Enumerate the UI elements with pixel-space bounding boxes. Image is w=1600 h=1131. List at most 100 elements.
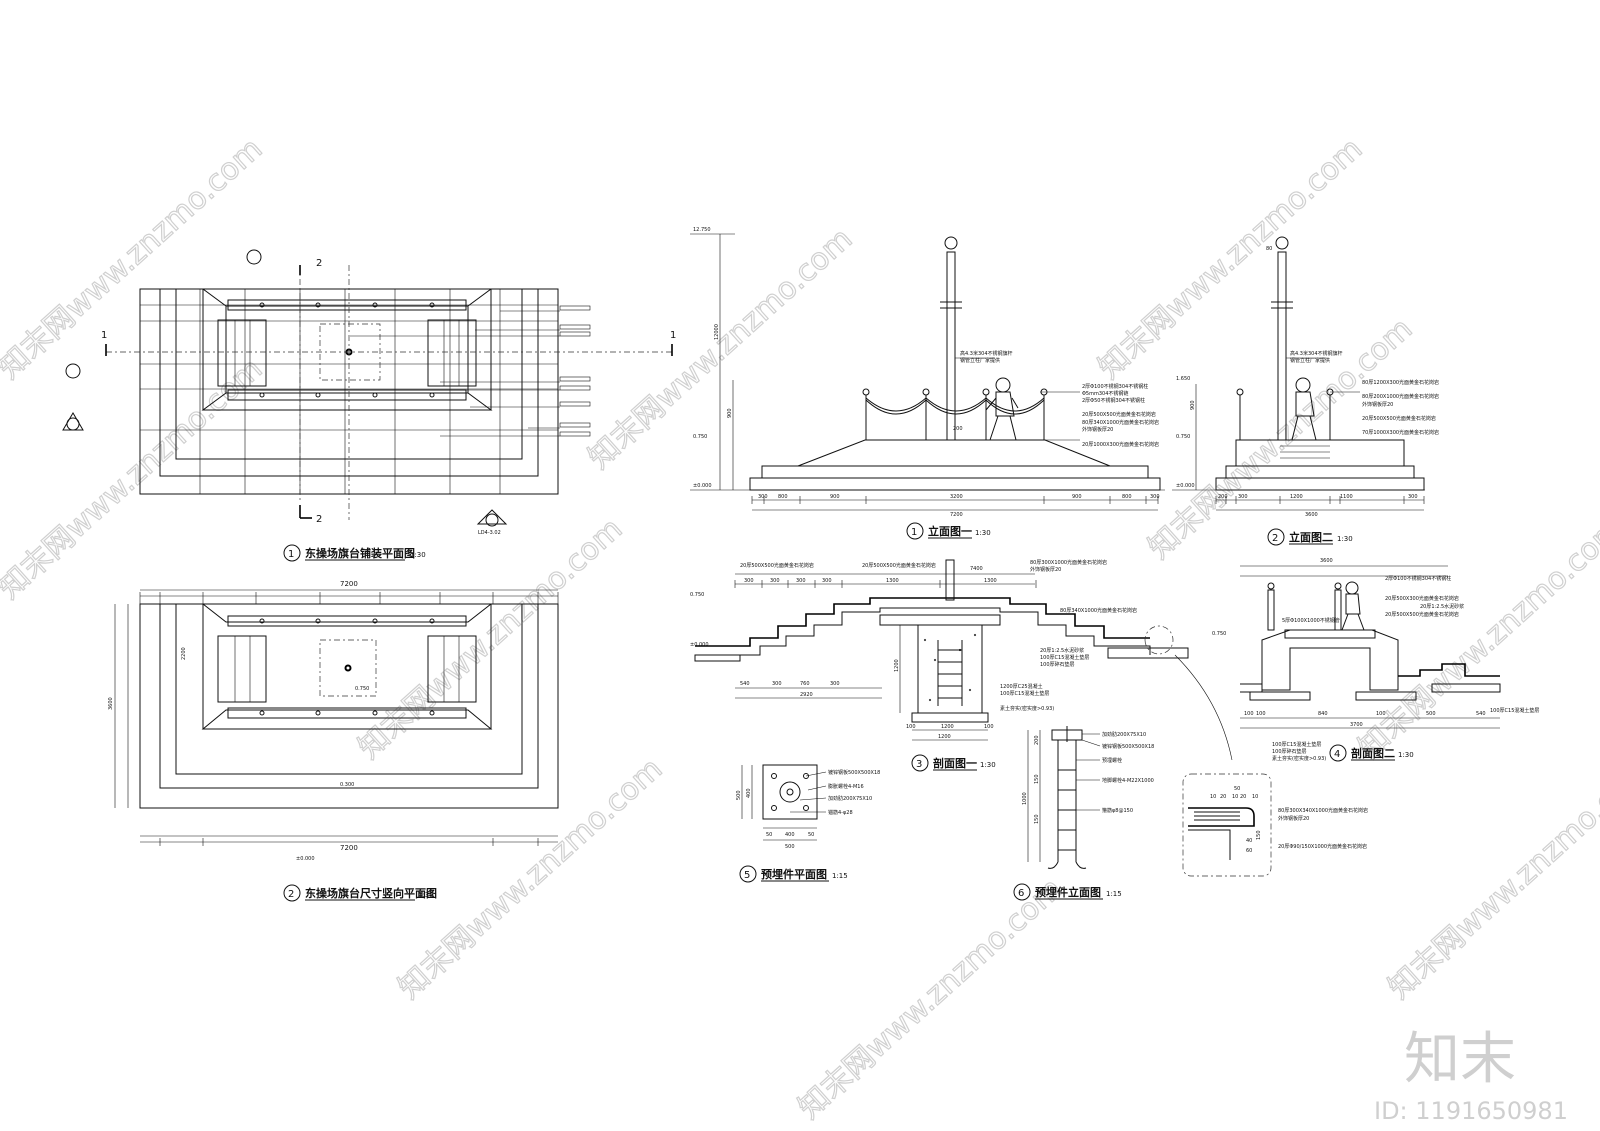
logo-text: 知末	[1404, 1027, 1516, 1092]
sect4-note: 100厚C15混凝土垫层	[1272, 741, 1321, 748]
logo-watermark: 知末 ID: 1191650981	[1374, 1027, 1568, 1125]
sect3-dim: 300	[822, 578, 832, 584]
elev1-note: Φ5mm304不锈钢链	[1082, 390, 1128, 397]
drawing-scale: 1:30	[418, 891, 434, 899]
sect4-dim: 500	[1426, 711, 1436, 717]
drawing-number: 2	[288, 889, 294, 900]
sect4-note: 20厚500X500光面黄金石花岗岩	[1385, 611, 1459, 618]
sect3-foot: 1200	[938, 734, 951, 740]
sect3-level: ±0.000	[690, 642, 709, 648]
sect3-total: 7400	[970, 566, 983, 572]
plan2-top-total: 7200	[340, 580, 358, 588]
plate5-note: 膨胀螺栓4-M16	[828, 783, 864, 790]
sect3-dim: 300	[772, 681, 782, 687]
drawing-number: 2	[1272, 533, 1278, 544]
drawing-number-circle	[906, 522, 924, 540]
elev1-note: 2厚Φ100不锈钢304不锈钢柱	[1082, 383, 1148, 390]
sect3-note: 100厚碎石垫层	[1040, 661, 1075, 668]
drawing-title: 剖面图二	[1351, 746, 1395, 760]
drawing-scale: 1:30	[975, 529, 991, 537]
elev1-note: 20厚500X500光面黄金石花岗岩	[1082, 411, 1156, 418]
drawing-scale: 1:30	[1337, 535, 1353, 543]
plate5-note: 镀锌钢板500X500X18	[828, 769, 880, 776]
elev1-dim: 900	[1072, 494, 1082, 500]
drawing-number: 6	[1018, 888, 1024, 899]
detail-note: 20厚Φ90/150X1000光面黄金石花岗岩	[1278, 843, 1367, 850]
drawing-scale: 1:30	[410, 551, 426, 559]
elev2-height: 900	[1190, 400, 1196, 410]
section-mark-2-bottom: 2	[316, 514, 322, 525]
sect3-note: 1200厚C25混凝土	[1000, 683, 1043, 690]
sect3-total-bottom: 2920	[800, 692, 813, 698]
embed-plate-plan: 50 400 50 500 500 400 镀锌钢板500X500X18 膨胀螺…	[736, 764, 880, 883]
person-figure	[985, 377, 1019, 441]
sect3-foot: 100	[984, 724, 994, 730]
plan2-inner-dim: 2200	[181, 647, 187, 660]
drawing-number-circle	[911, 754, 929, 772]
elev2-dim: 1100	[1340, 494, 1353, 500]
sect3-foot: 100	[906, 724, 916, 730]
elevation-2: 1.650 0.750 ±0.000 900 80 200 300 12	[1172, 236, 1439, 546]
elev1-height: 12000	[714, 324, 720, 340]
elev2-note: 高4.3米304不锈钢旗杆	[1290, 350, 1343, 357]
detail-dim: 20	[1240, 794, 1246, 800]
sect3-note: 外饰钢板厚20	[1030, 566, 1061, 573]
embed6-dim: 150	[1034, 814, 1040, 824]
elev2-note: 钢管立柱厂家提供	[1290, 357, 1330, 364]
sect3-dim: 300	[744, 578, 754, 584]
embed6-note: 预埋螺栓	[1102, 757, 1122, 764]
drawing-number-circle	[1013, 883, 1031, 901]
elev2-total: 3600	[1305, 512, 1318, 518]
sect4-note: 20厚1:2.5水泥砂浆	[1420, 603, 1464, 610]
elev1-mark: 200	[953, 426, 963, 432]
sect3-note: 80厚340X1000光面黄金石花岗岩	[1060, 607, 1137, 614]
plan2-side-total: 3600	[108, 697, 114, 710]
watermark-text: 知末网www.znzmo.com	[392, 751, 669, 1006]
watermark-text: 知末网www.znzmo.com	[1092, 131, 1369, 386]
drawing-title: 预埋件立面图	[1035, 885, 1101, 899]
sect3-note: 100厚C15混凝土垫层	[1000, 690, 1049, 697]
drawing-scale: 1:15	[832, 872, 848, 880]
detail-dim: 40	[1246, 838, 1252, 844]
sect4-total-bottom: 3700	[1350, 722, 1363, 728]
embed6-note: 地脚螺栓4-M22X1000	[1102, 777, 1154, 784]
embed6-total: 1000	[1022, 792, 1028, 805]
watermark-text: 知末网www.znzmo.com	[582, 221, 859, 476]
watermark-text: 知末网www.znzmo.com	[1382, 751, 1600, 1006]
section-mark-2-top: 2	[316, 258, 322, 269]
plate5-note: 加劲肋200X75X10	[828, 795, 872, 802]
embed6-dim: 200	[1034, 735, 1040, 745]
sect4-dim: 840	[1318, 711, 1328, 717]
drawing-number: 4	[1334, 749, 1340, 760]
drawing-number-circle	[283, 544, 301, 562]
elev1-height: 900	[727, 408, 733, 418]
drawing-number-circle	[739, 865, 757, 883]
embed-elevation: 1000 200 150 150 加劲肋200X75X10 镀锌钢板500X50…	[1013, 726, 1154, 901]
elev2-note: 70厚1000X300光面黄金石花岗岩	[1362, 429, 1439, 436]
sect3-level: 0.750	[690, 592, 704, 598]
section-2-cut: 3600 0.750 100 100 840 100 500 540 3700 …	[1212, 558, 1539, 762]
elev2-dim: 300	[1238, 494, 1248, 500]
elev1-dim: 900	[830, 494, 840, 500]
sect4-dim: 100	[1244, 711, 1254, 717]
sect3-note: 20厚500X500光面黄金石花岗岩	[740, 562, 814, 569]
elev2-level: ±0.000	[1176, 483, 1195, 489]
detail-dim: 10	[1252, 794, 1258, 800]
elev1-note: 80厚340X1000光面黄金石花岗岩	[1082, 419, 1159, 426]
elev1-dim: 800	[778, 494, 788, 500]
elev2-dim: 1200	[1290, 494, 1303, 500]
elev1-dim: 300	[1150, 494, 1160, 500]
watermark-text: 知末网www.znzmo.com	[0, 131, 269, 386]
plan-1-paving: 1 1 2 2 LD4-3.02 1 东操场旗台铺装平面图 1:30	[62, 249, 676, 562]
sect3-note: 100厚C15混凝土垫层	[1040, 654, 1089, 661]
detail-dim: 150	[1256, 830, 1262, 840]
index-ref: LD4-3.02	[478, 530, 501, 536]
elev1-total: 7200	[950, 512, 963, 518]
section-mark-1-right: 1	[670, 330, 676, 341]
elev2-level: 0.750	[1176, 434, 1190, 440]
person-figure	[1341, 581, 1365, 631]
detail-dim: 10	[1232, 794, 1238, 800]
sect4-level: 0.750	[1212, 631, 1226, 637]
plan2-level: ±0.000	[296, 856, 315, 862]
